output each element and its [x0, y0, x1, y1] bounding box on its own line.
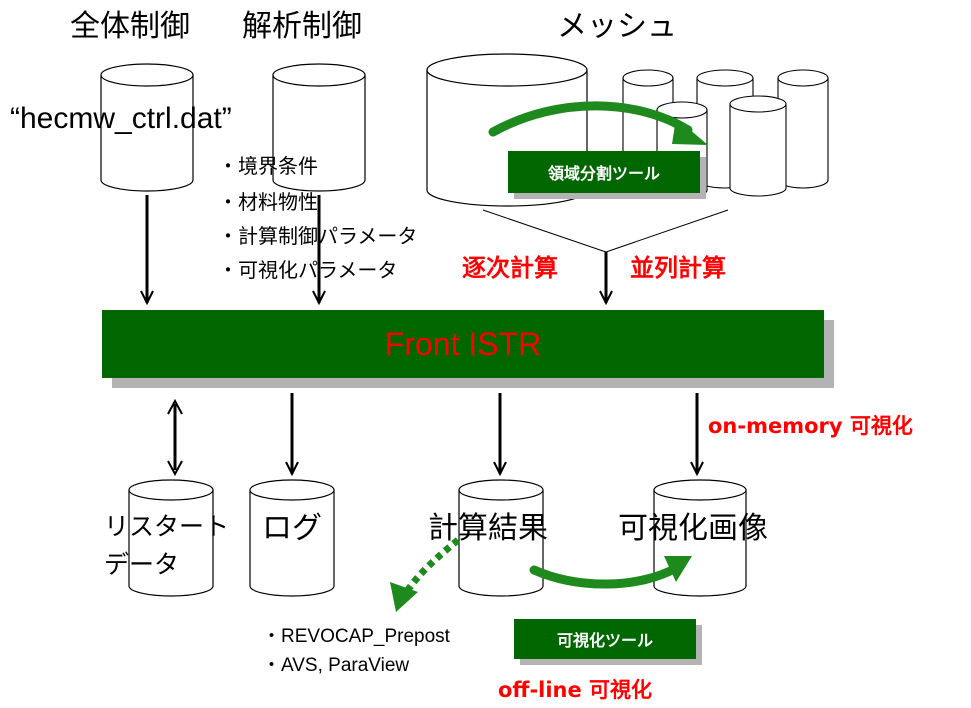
- mesh-merge-lines: [482, 209, 729, 253]
- on-memory-label: on-memory 可視化: [708, 414, 913, 438]
- log-label: ログ: [262, 511, 322, 546]
- analysis-control-label: 解析制御: [242, 9, 362, 44]
- sequential-label: 逐次計算: [462, 254, 558, 282]
- input-arrows: [140, 195, 613, 306]
- vis-flow-arrow: [529, 556, 692, 589]
- mesh-label: メッシュ: [557, 9, 677, 44]
- partition-flow-arrow: [488, 101, 708, 145]
- tool-item-avs-paraview: ・AVS, ParaView: [262, 655, 410, 676]
- front-istr-label: Front ISTR: [384, 325, 542, 362]
- partition-tool-label: 領域分割ツール: [547, 164, 660, 183]
- analysis-item-material: ・材料物性: [218, 190, 318, 214]
- vis-tool-label: 可視化ツール: [556, 631, 653, 650]
- analysis-control-cylinder: [272, 63, 366, 192]
- results-cylinder: [458, 479, 544, 597]
- restart-label-line1: リスタート: [104, 512, 230, 541]
- parallel-label: 並列計算: [630, 254, 726, 282]
- front-istr-bar: Front ISTR: [102, 310, 824, 378]
- analysis-item-calc-params: ・計算制御パラメータ: [218, 224, 418, 248]
- overall-control-label: 全体制御: [70, 9, 190, 44]
- offline-label: off-line 可視化: [498, 678, 653, 702]
- ctrl-file-label: “hecmw_ctrl.dat”: [10, 102, 232, 135]
- offline-tool-arrow: [390, 537, 461, 612]
- overall-control-cylinder: [100, 63, 194, 192]
- results-label: 計算結果: [428, 511, 548, 546]
- restart-label-line2: データ: [104, 550, 180, 579]
- vis-image-label: 可視化画像: [618, 511, 768, 546]
- output-arrows: [167, 393, 704, 477]
- partition-tool-box: 領域分割ツール: [508, 151, 700, 193]
- tool-item-revocap: ・REVOCAP_Prepost: [262, 626, 450, 647]
- restart-data-cylinder: [128, 479, 214, 597]
- vis-tool-box: 可視化ツール: [514, 619, 696, 659]
- analysis-item-vis-params: ・可視化パラメータ: [218, 258, 398, 282]
- analysis-item-boundary: ・境界条件: [218, 154, 318, 178]
- log-cylinder: [249, 479, 335, 597]
